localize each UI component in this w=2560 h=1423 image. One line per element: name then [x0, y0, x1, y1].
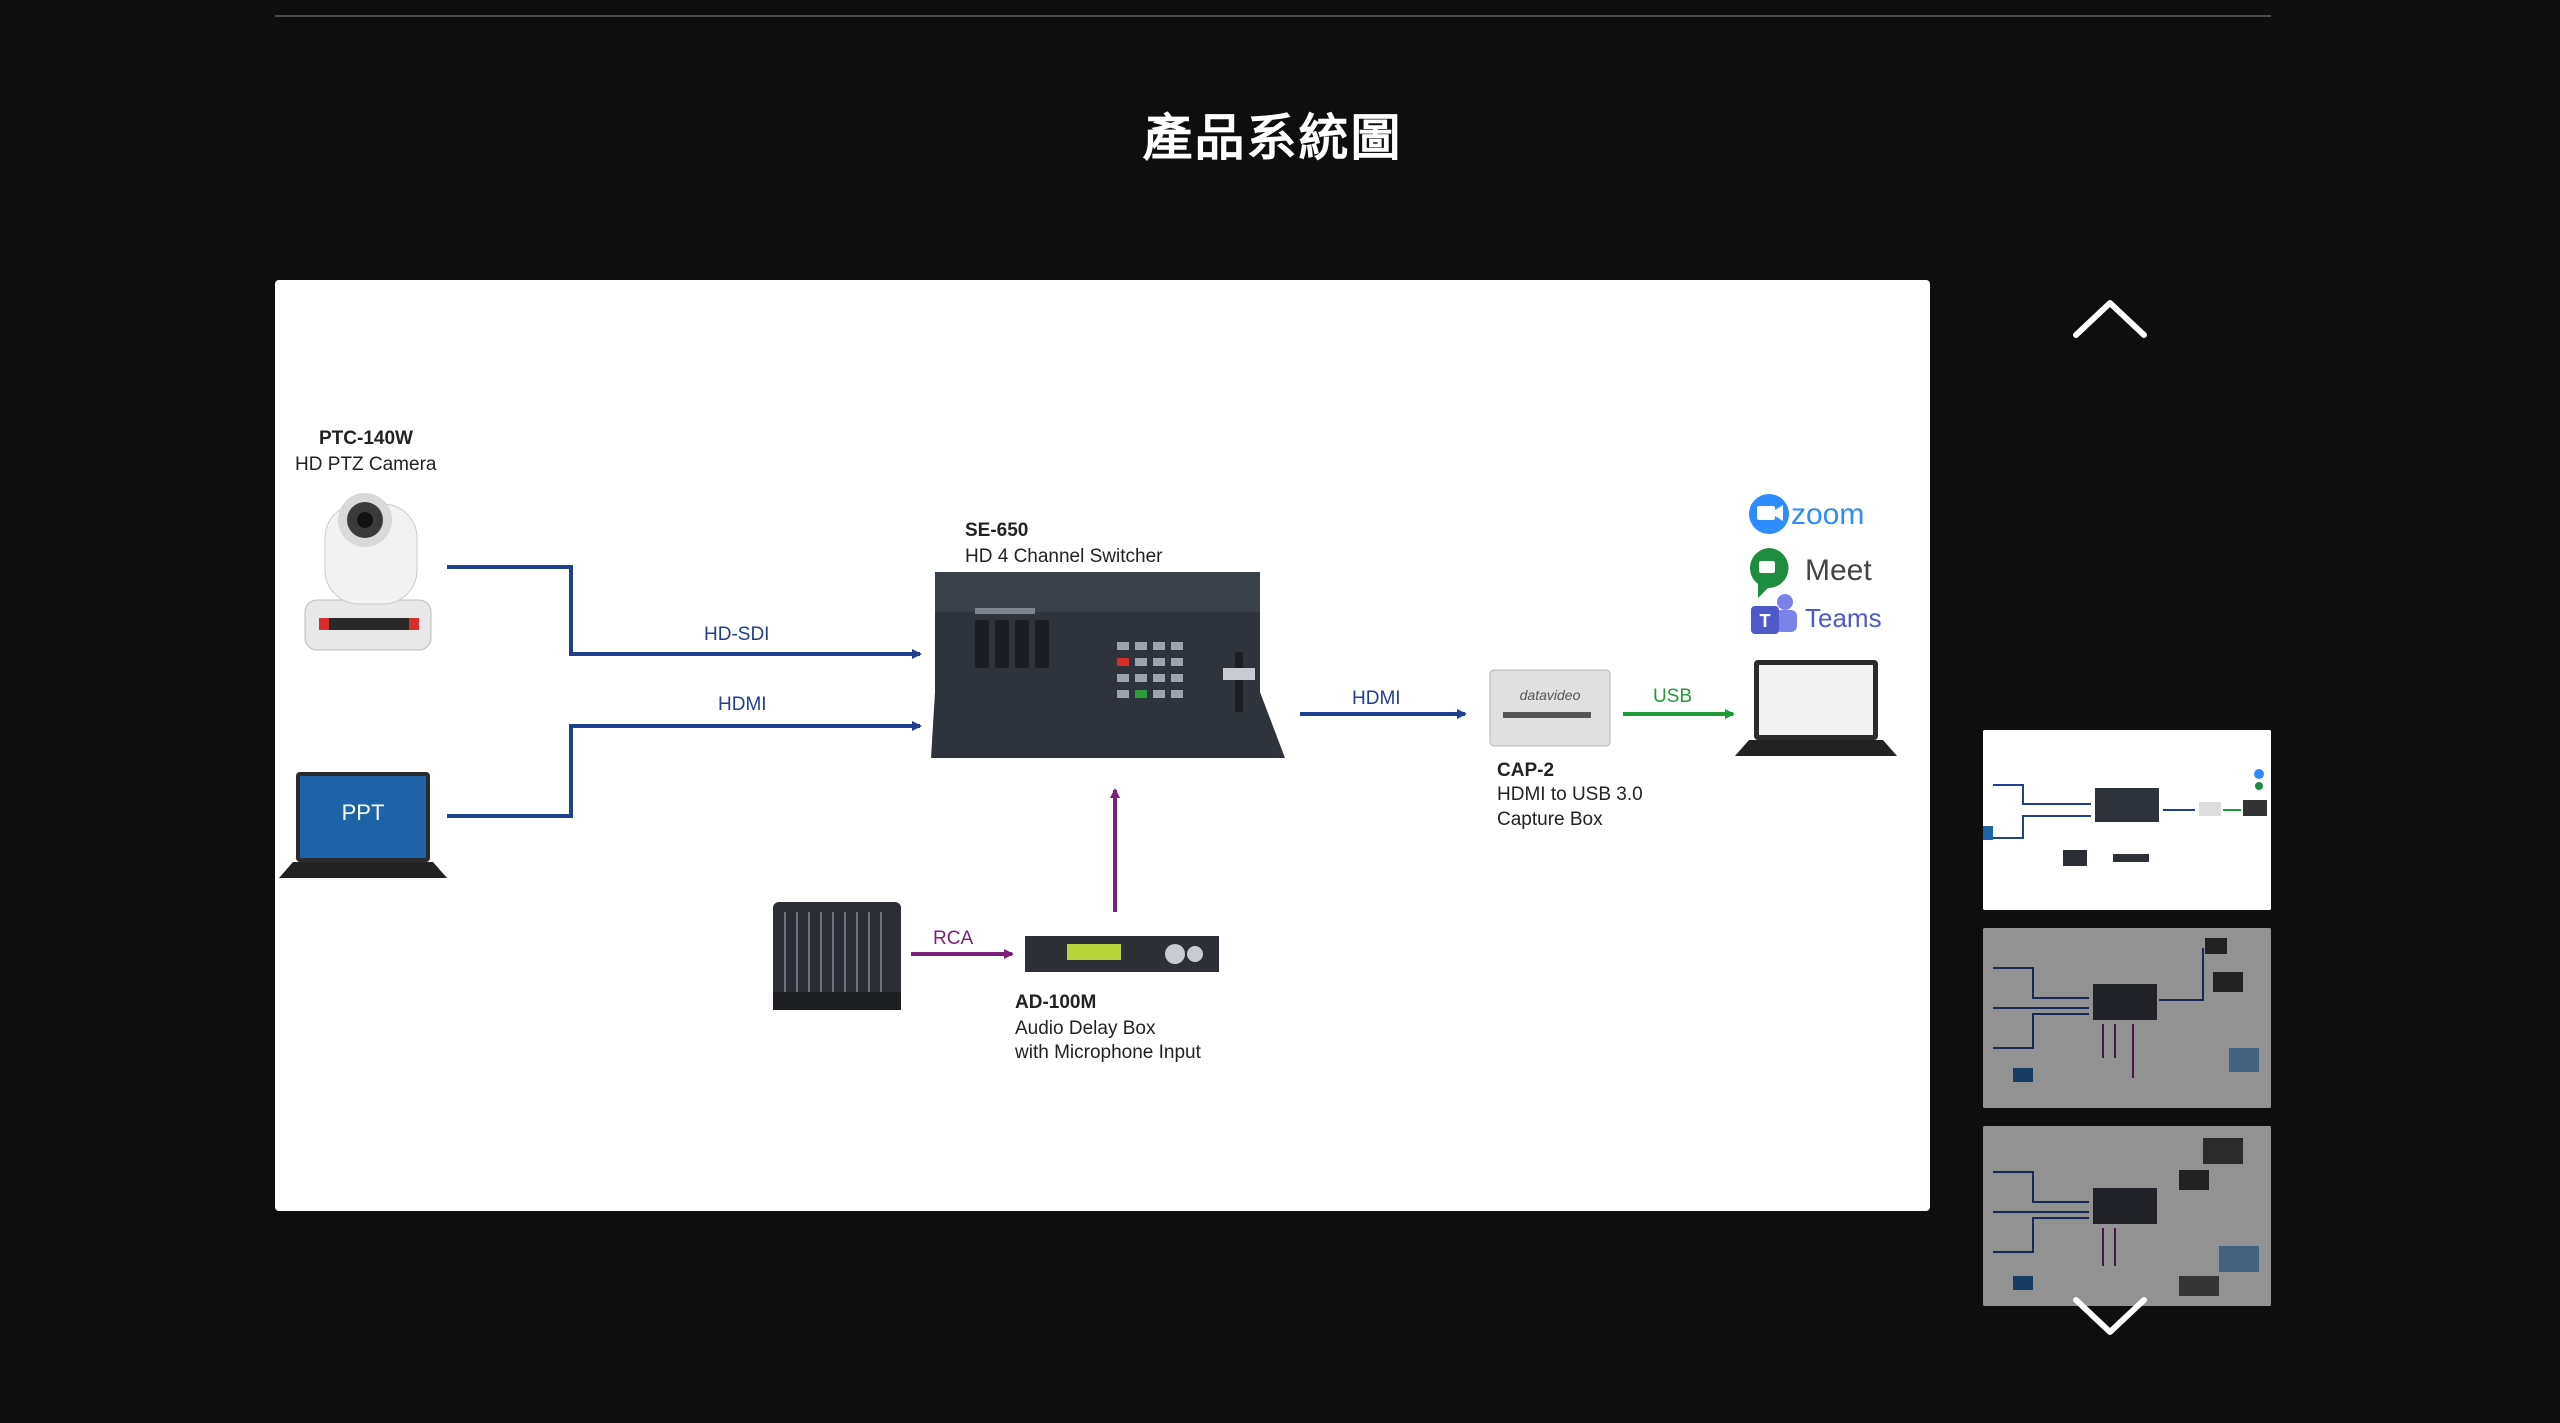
thumbnail-2-preview: [1983, 928, 2271, 1108]
output-laptop-icon: [1735, 660, 1897, 756]
camera-model-label: PTC-140W: [319, 428, 413, 449]
capture-desc-line2: Capture Box: [1497, 809, 1603, 830]
diagram-viewer[interactable]: PTC-140W HD PTZ Camera PPT HD-SDI HDMI S…: [275, 280, 1930, 1211]
capture-desc-line1: HDMI to USB 3.0: [1497, 784, 1643, 805]
usb-label: USB: [1653, 686, 1692, 707]
zoom-logo-text: zoom: [1791, 498, 1864, 531]
laptop-hdmi-arrow: [447, 721, 922, 818]
switcher-device-icon: [931, 572, 1285, 758]
delay-model-label: AD-100M: [1015, 992, 1096, 1013]
scroll-down-button[interactable]: [2070, 1292, 2150, 1342]
svg-text:datavideo: datavideo: [1520, 687, 1581, 703]
capture-box-icon: datavideo: [1489, 669, 1611, 747]
meet-logo: Meet: [1749, 548, 1872, 598]
system-diagram: PTC-140W HD PTZ Camera PPT HD-SDI HDMI S…: [279, 428, 1897, 1063]
delay-desc-line2: with Microphone Input: [1014, 1042, 1202, 1063]
switcher-model-label: SE-650: [965, 520, 1028, 541]
thumbnail-1-preview: [1983, 730, 2271, 910]
thumbnail-2[interactable]: [1983, 928, 2271, 1108]
switcher-desc-label: HD 4 Channel Switcher: [965, 546, 1163, 567]
page-title: 產品系統圖: [1142, 109, 1403, 167]
audio-mixer-icon: [773, 902, 901, 1010]
ptz-camera-icon: [304, 493, 432, 651]
hd-sdi-label: HD-SDI: [704, 624, 769, 645]
camera-desc-label: HD PTZ Camera: [295, 454, 437, 475]
zoom-logo: zoom: [1749, 494, 1864, 534]
teams-logo: T Teams: [1751, 594, 1882, 634]
chevron-up-icon: [2073, 300, 2147, 338]
scroll-up-button[interactable]: [2070, 293, 2150, 343]
hd-sdi-arrow: [447, 565, 922, 659]
capture-model-label: CAP-2: [1497, 760, 1554, 781]
rca-label: RCA: [933, 928, 973, 949]
chevron-down-icon: [2073, 1297, 2147, 1335]
delay-desc-line1: Audio Delay Box: [1015, 1018, 1156, 1039]
meet-logo-text: Meet: [1805, 554, 1872, 587]
thumbnail-3-preview: [1983, 1126, 2271, 1306]
laptop-hdmi-label: HDMI: [718, 694, 767, 715]
switcher-hdmi-label: HDMI: [1352, 688, 1401, 709]
svg-text:T: T: [1760, 611, 1771, 631]
thumbnail-3[interactable]: [1983, 1126, 2271, 1306]
thumbnail-1[interactable]: [1983, 730, 2271, 910]
audio-delay-box-icon: [1025, 936, 1219, 972]
top-divider: [275, 15, 2271, 17]
teams-logo-text: Teams: [1805, 603, 1882, 633]
laptop-ppt-icon: [279, 772, 447, 878]
laptop-screen-label: PPT: [342, 800, 385, 825]
